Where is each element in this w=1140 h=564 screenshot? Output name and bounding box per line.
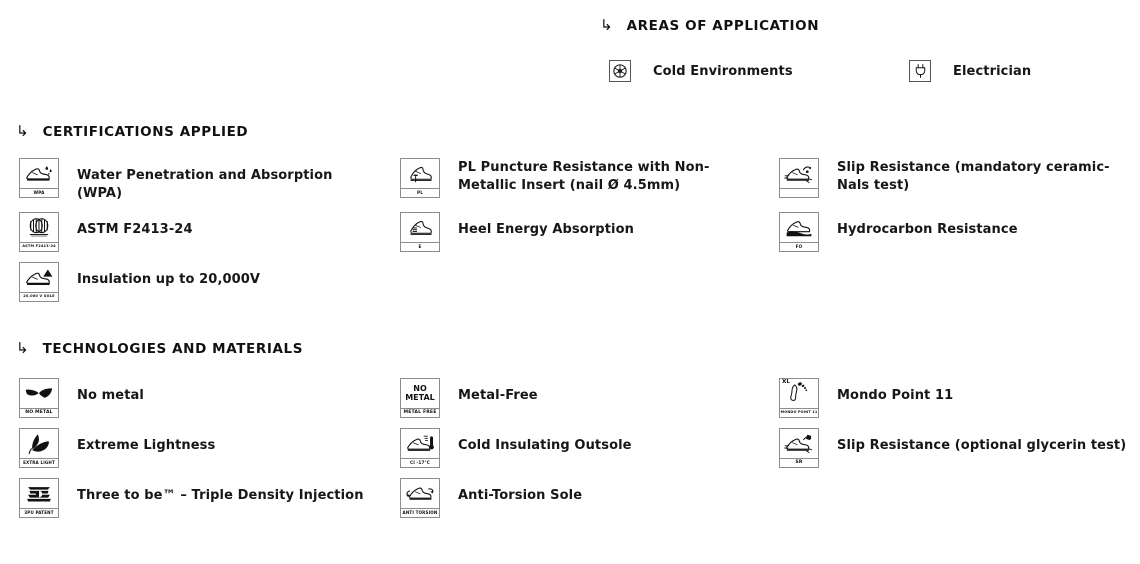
area-item-electrician[interactable]: Electrician bbox=[909, 60, 1031, 82]
certifications-header: ↳ CERTIFICATIONS APPLIED bbox=[16, 121, 249, 140]
certification-item-label: Insulation up to 20,000V bbox=[77, 272, 261, 287]
certification-item-slip-resistance[interactable]: Slip Resistance (mandatory ceramic-Nals … bbox=[779, 158, 1129, 198]
shoe-slip-icon bbox=[779, 158, 819, 198]
pictogram-code: ANTI TORSION bbox=[401, 508, 439, 517]
area-item-cold-environments[interactable]: Cold Environments bbox=[609, 60, 793, 82]
shoe-nail-icon: PL bbox=[400, 158, 440, 198]
shoe-triangle-warning-icon: 20,000 V SOLE bbox=[19, 262, 59, 302]
pictogram-art-line2: METAL bbox=[405, 392, 435, 402]
pictogram-code: ASTM F2413-24 bbox=[20, 242, 58, 251]
certification-item-insulation[interactable]: 20,000 V SOLE Insulation up to 20,000V bbox=[19, 262, 374, 302]
certification-item-label: Heel Energy Absorption bbox=[458, 222, 634, 237]
technology-item-anti-torsion[interactable]: ANTI TORSION Anti-Torsion Sole bbox=[400, 478, 770, 518]
areas-of-application-header: ↳ AREAS OF APPLICATION bbox=[600, 15, 820, 34]
technology-item-label: No metal bbox=[77, 388, 144, 403]
pictogram-code: 20,000 V SOLE bbox=[20, 292, 58, 301]
pictogram-code: EXTRA LIGHT bbox=[20, 458, 58, 467]
arrow-icon: ↳ bbox=[16, 121, 29, 140]
certification-item-label: Hydrocarbon Resistance bbox=[837, 222, 1018, 237]
section-title: TECHNOLOGIES AND MATERIALS bbox=[42, 341, 304, 357]
pictogram-art-line1: NO bbox=[413, 384, 427, 394]
pictogram-code: METAL FREE bbox=[401, 408, 439, 417]
certification-item-pl-puncture[interactable]: PL PL Puncture Resistance with Non-Metal… bbox=[400, 158, 770, 198]
shoe-torsion-icon: ANTI TORSION bbox=[400, 478, 440, 518]
pictogram-code: NO METAL bbox=[20, 408, 58, 417]
pictogram-code: SR bbox=[780, 458, 818, 467]
technologies-header: ↳ TECHNOLOGIES AND MATERIALS bbox=[16, 338, 304, 357]
plug-icon bbox=[909, 60, 931, 82]
pictogram-code: E bbox=[401, 242, 439, 251]
pictogram-art-line1: XL bbox=[782, 379, 790, 385]
shoe-water-drops-icon: WPA bbox=[19, 158, 59, 198]
no-metal-text-icon: NO METAL METAL FREE bbox=[400, 378, 440, 418]
certification-item-label: PL Puncture Resistance with Non-Metallic… bbox=[458, 160, 710, 193]
technology-item-metal-free[interactable]: NO METAL METAL FREE Metal-Free bbox=[400, 378, 770, 418]
pictogram-code bbox=[780, 188, 818, 197]
snowflake-icon bbox=[609, 60, 631, 82]
arrow-icon: ↳ bbox=[16, 338, 29, 357]
certification-item-hydrocarbon[interactable]: FO Hydrocarbon Resistance bbox=[779, 212, 1129, 252]
pictogram-code: WPA bbox=[20, 188, 58, 197]
pictogram-code: CI -17°C bbox=[401, 458, 439, 467]
arrow-icon: ↳ bbox=[600, 15, 613, 34]
technology-item-label: Metal-Free bbox=[458, 388, 538, 403]
certification-item-label: ASTM F2413-24 bbox=[77, 222, 193, 237]
triple-density-layers-icon: 3PU PATENT bbox=[19, 478, 59, 518]
technology-item-no-metal[interactable]: NO METAL No metal bbox=[19, 378, 374, 418]
area-item-label: Cold Environments bbox=[653, 64, 793, 79]
area-item-label: Electrician bbox=[953, 64, 1032, 79]
pictogram-code: FO bbox=[780, 242, 818, 251]
certification-item-astm[interactable]: ASTM F2413-24 ASTM F2413-24 bbox=[19, 212, 374, 252]
footprint-xl-icon: XL MONDO POINT 11 bbox=[779, 378, 819, 418]
section-title: AREAS OF APPLICATION bbox=[626, 18, 820, 34]
technology-item-label: Cold Insulating Outsole bbox=[458, 438, 632, 453]
technology-item-mondo-point[interactable]: XL MONDO POINT 11 Mondo Point 11 bbox=[779, 378, 1129, 418]
technology-item-label: Three to be™ – Triple Density Injection bbox=[77, 488, 364, 503]
feather-icon: EXTRA LIGHT bbox=[19, 428, 59, 468]
shoe-slip-glycerin-icon: SR bbox=[779, 428, 819, 468]
pictogram-code: MONDO POINT 11 bbox=[780, 408, 818, 417]
technology-item-extreme-lightness[interactable]: EXTRA LIGHT Extreme Lightness bbox=[19, 428, 374, 468]
section-title: CERTIFICATIONS APPLIED bbox=[42, 124, 249, 140]
certification-item-heel-energy[interactable]: E Heel Energy Absorption bbox=[400, 212, 770, 252]
shoe-oil-icon: FO bbox=[779, 212, 819, 252]
technology-item-label: Slip Resistance (optional glycerin test) bbox=[837, 438, 1127, 453]
shoe-thermometer-icon: CI -17°C bbox=[400, 428, 440, 468]
pictogram-code: 3PU PATENT bbox=[20, 508, 58, 517]
pictogram-code: PL bbox=[401, 188, 439, 197]
technology-item-label: Extreme Lightness bbox=[77, 438, 216, 453]
certification-item-label: Water Penetration and Absorption (WPA) bbox=[77, 168, 333, 201]
technology-item-cold-insulating-outsole[interactable]: CI -17°C Cold Insulating Outsole bbox=[400, 428, 770, 468]
no-metal-leaves-icon: NO METAL bbox=[19, 378, 59, 418]
technology-item-label: Mondo Point 11 bbox=[837, 388, 954, 403]
shoe-heel-energy-icon: E bbox=[400, 212, 440, 252]
technology-item-slip-resistance-glycerin[interactable]: SR Slip Resistance (optional glycerin te… bbox=[779, 428, 1129, 468]
certification-item-label: Slip Resistance (mandatory ceramic-Nals … bbox=[837, 160, 1110, 193]
technology-item-label: Anti-Torsion Sole bbox=[458, 488, 583, 503]
astm-seal-icon: ASTM F2413-24 bbox=[19, 212, 59, 252]
certification-item-wpa[interactable]: WPA Water Penetration and Absorption (WP… bbox=[19, 158, 374, 203]
technology-item-three-to-be[interactable]: 3PU PATENT Three to be™ – Triple Density… bbox=[19, 478, 374, 518]
